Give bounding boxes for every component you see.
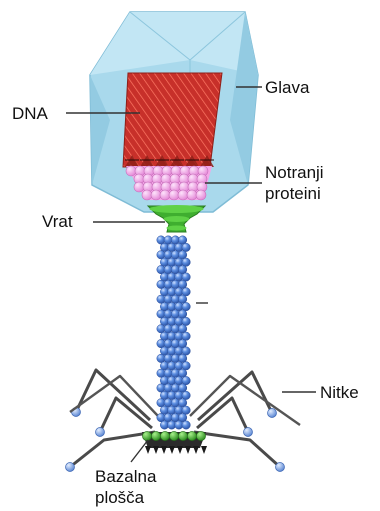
protein-bead bbox=[160, 190, 170, 200]
tail-bead bbox=[182, 317, 190, 325]
label-fibers: Nitke bbox=[320, 383, 359, 402]
tail-bead bbox=[178, 325, 186, 333]
tail-bead bbox=[182, 302, 190, 310]
baseplate-spike bbox=[193, 446, 199, 454]
tail-bead bbox=[178, 310, 186, 318]
tail-fiber bbox=[190, 376, 300, 425]
baseplate-bead bbox=[178, 431, 187, 440]
tail-bead bbox=[182, 273, 190, 281]
tail-bead bbox=[182, 391, 190, 399]
tail-bead bbox=[182, 362, 190, 370]
label-head: Glava bbox=[265, 78, 310, 97]
tail-bead bbox=[178, 265, 186, 273]
fiber-tip bbox=[268, 409, 277, 418]
fiber-tip bbox=[66, 463, 75, 472]
label-baseplate-2: plošča bbox=[95, 488, 145, 507]
tail-bead bbox=[178, 354, 186, 362]
baseplate-spike bbox=[161, 446, 167, 454]
protein-bead bbox=[196, 190, 206, 200]
protein-bead bbox=[126, 166, 136, 176]
baseplate-spike bbox=[145, 446, 151, 454]
label-inner-proteins-1: Notranji bbox=[265, 163, 324, 182]
tail-bead bbox=[178, 413, 186, 421]
baseplate-spike bbox=[201, 446, 207, 454]
tail-bead bbox=[178, 369, 186, 377]
tail-bead bbox=[178, 339, 186, 347]
label-baseplate-1: Bazalna bbox=[95, 467, 157, 486]
baseplate-spike bbox=[169, 446, 175, 454]
tail-bead bbox=[182, 406, 190, 414]
fiber-tip bbox=[276, 463, 285, 472]
tail-fiber bbox=[194, 432, 280, 467]
tail-bead bbox=[182, 347, 190, 355]
tail-bead bbox=[178, 280, 186, 288]
protein-bead bbox=[178, 190, 188, 200]
baseplate-leader bbox=[131, 440, 148, 462]
neck bbox=[148, 205, 205, 232]
fiber-tip bbox=[96, 428, 105, 437]
tail-tube bbox=[157, 236, 191, 429]
baseplate-bead bbox=[187, 431, 196, 440]
tail-bead bbox=[178, 236, 186, 244]
tail-bead bbox=[182, 288, 190, 296]
protein-bead bbox=[187, 190, 197, 200]
label-dna: DNA bbox=[12, 104, 49, 123]
protein-bead bbox=[169, 190, 179, 200]
baseplate-bead bbox=[196, 431, 205, 440]
tail-bead bbox=[178, 399, 186, 407]
protein-bead bbox=[151, 190, 161, 200]
tail-bead bbox=[182, 332, 190, 340]
baseplate-spike bbox=[185, 446, 191, 454]
fiber-tip bbox=[244, 428, 253, 437]
tail-fiber bbox=[70, 432, 155, 467]
baseplate-bead bbox=[169, 431, 178, 440]
tail-bead bbox=[182, 258, 190, 266]
tail-bead bbox=[178, 295, 186, 303]
baseplate-bead bbox=[151, 431, 160, 440]
tail-bead bbox=[178, 384, 186, 392]
tail-bead bbox=[182, 376, 190, 384]
tail-bead bbox=[178, 251, 186, 259]
protein-bead bbox=[134, 182, 144, 192]
baseplate-bead bbox=[160, 431, 169, 440]
tail-bead bbox=[182, 421, 190, 429]
protein-bead bbox=[142, 190, 152, 200]
baseplate-spike bbox=[177, 446, 183, 454]
baseplate bbox=[142, 431, 207, 454]
baseplate-spike bbox=[153, 446, 159, 454]
dna-block bbox=[123, 73, 222, 167]
tail-bead bbox=[182, 243, 190, 251]
label-neck: Vrat bbox=[42, 212, 73, 231]
label-inner-proteins-2: proteini bbox=[265, 184, 321, 203]
baseplate-bead bbox=[142, 431, 151, 440]
